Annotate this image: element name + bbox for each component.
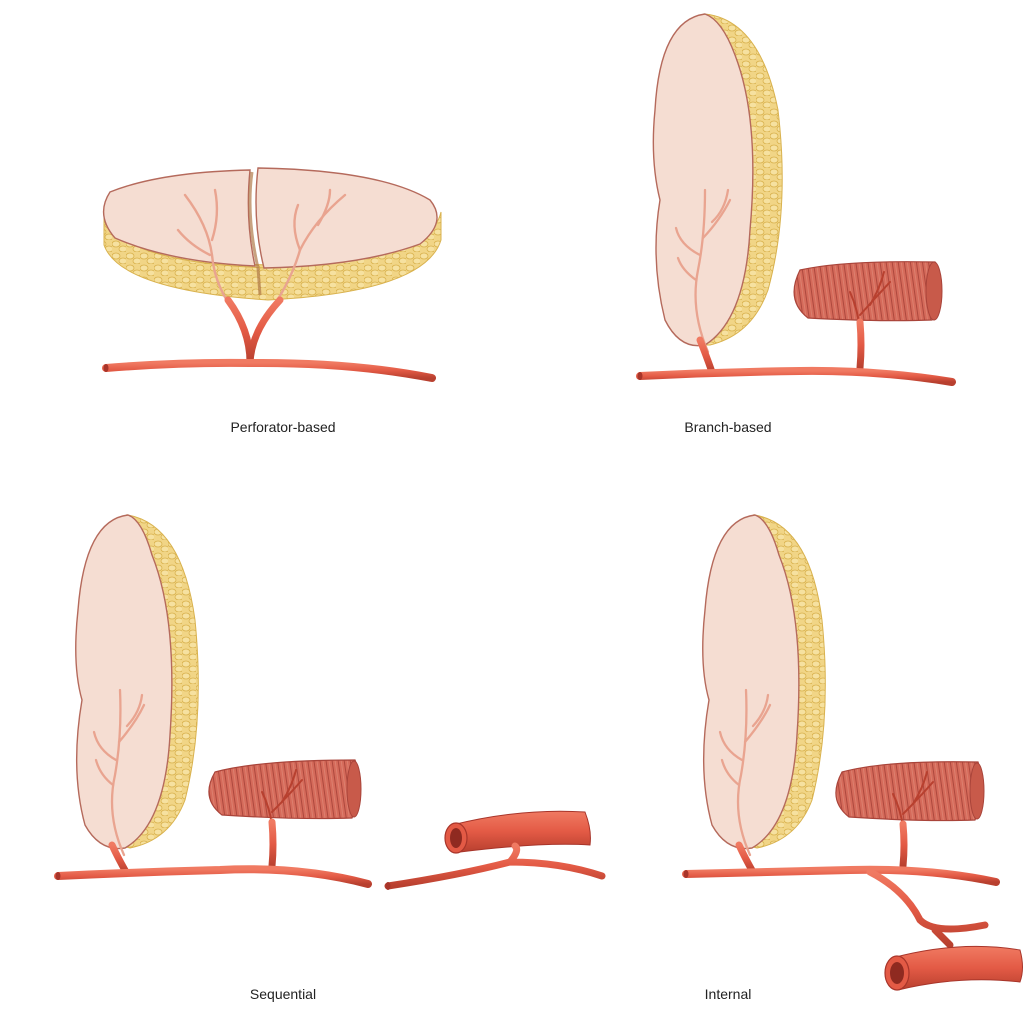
source-artery (102, 358, 436, 382)
source-artery (54, 865, 372, 888)
skin-paddle-left (102, 169, 256, 267)
source-artery (636, 366, 956, 386)
skin-paddle (702, 514, 800, 850)
flap-vessels (674, 188, 732, 354)
skin-paddle (75, 514, 173, 850)
caption-internal: Internal (704, 986, 752, 1002)
panel-internal (682, 514, 1023, 991)
recipient-artery (884, 945, 1023, 991)
muscle-block (835, 761, 985, 822)
artery-lumen (385, 882, 391, 890)
split-line (248, 171, 262, 296)
flap-vessels (92, 688, 146, 857)
skin-paddle-right (255, 167, 438, 269)
artery-lumen (637, 372, 643, 380)
caption-perforator-based: Perforator-based (230, 419, 336, 435)
perforator-vessel (224, 296, 284, 366)
caption-branch-based: Branch-based (684, 419, 772, 435)
artery-lumen (683, 870, 689, 878)
recipient-artery (444, 810, 591, 854)
muscle-block (208, 759, 362, 820)
sequential-connection (384, 842, 606, 890)
panel-sequential (54, 514, 606, 890)
artery-lumen (55, 872, 61, 880)
panel-branch-based (636, 13, 956, 386)
internal-branch (866, 868, 989, 949)
muscle-block (793, 261, 943, 322)
skin-paddle (652, 13, 754, 347)
source-artery (682, 865, 1000, 886)
panel-perforator-based (102, 167, 442, 382)
fat-layer-body (103, 211, 442, 301)
caption-sequential: Sequential (249, 986, 317, 1002)
flap-vessels (718, 688, 772, 857)
artery-lumen (103, 364, 109, 372)
